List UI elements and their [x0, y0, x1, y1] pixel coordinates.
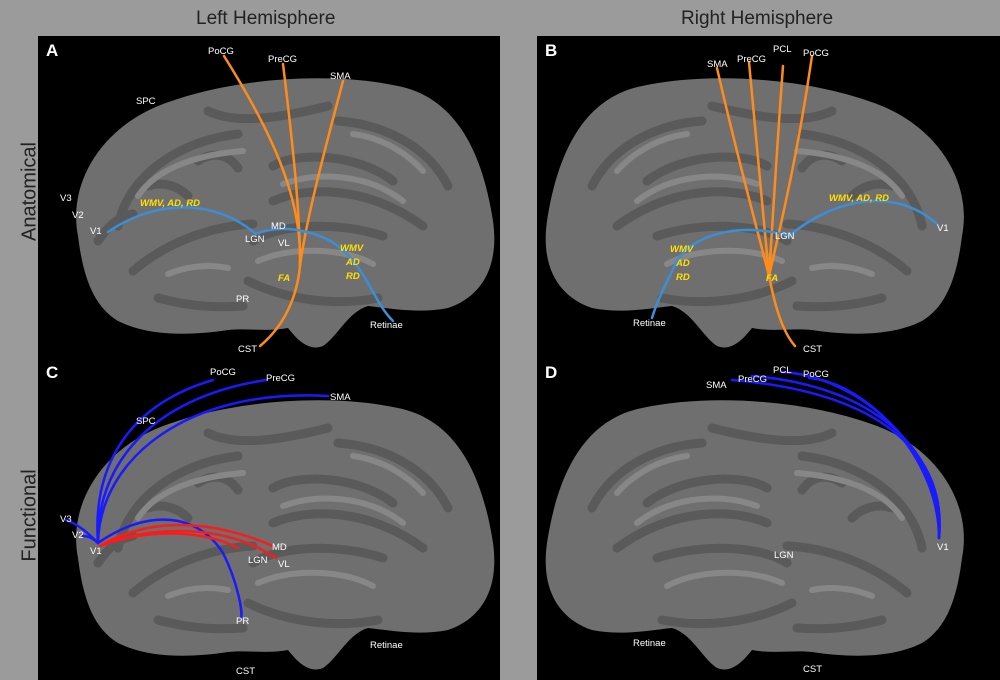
- label-v1: V1: [90, 546, 102, 557]
- label-precg: PreCG: [266, 373, 295, 384]
- label-v2: V2: [72, 530, 84, 541]
- label-sma: SMA: [330, 392, 351, 403]
- label-lgn: LGN: [245, 234, 265, 245]
- label-lgn: LGN: [248, 555, 268, 566]
- metric-rd: RD: [346, 271, 360, 282]
- label-v3: V3: [60, 514, 72, 525]
- label-md: MD: [272, 542, 287, 553]
- metric-wmv-ad-rd: WMV, AD, RD: [829, 193, 889, 204]
- label-pocg: PoCG: [210, 367, 236, 378]
- label-precg: PreCG: [737, 54, 766, 65]
- metric-wmv: WMV: [670, 244, 694, 255]
- metric-ad: AD: [675, 258, 690, 269]
- tract-sma-cst: [715, 66, 797, 348]
- panel-letter: A: [46, 41, 58, 60]
- panel-d-functional-right: D SMA PreCG PCL PoCG V1 LGN Retinae CST: [537, 358, 1000, 680]
- tract-precg-cst: [747, 60, 771, 278]
- tract-pocg-cst: [767, 54, 814, 278]
- tract-v1-sma: [96, 394, 330, 545]
- panel-a-anatomical-left: A PoCG PreCG SMA SPC V3 V2 V1 MD LGN VL …: [38, 36, 500, 358]
- metric-ad: AD: [345, 257, 360, 268]
- tract-lgn-v1: [787, 199, 939, 238]
- metric-fa: FA: [766, 273, 778, 284]
- right-hemisphere-header: Right Hemisphere: [681, 8, 834, 29]
- label-pcl: PCL: [773, 365, 791, 376]
- tract-v1-precg: [96, 378, 268, 545]
- label-cst: CST: [238, 344, 257, 355]
- label-md: MD: [271, 221, 286, 232]
- panel-letter: D: [545, 363, 557, 382]
- label-sma: SMA: [330, 71, 351, 82]
- metric-fa: FA: [278, 273, 290, 284]
- label-pr: PR: [236, 294, 249, 305]
- panel-letter: C: [46, 363, 58, 382]
- metric-wmv-ad-rd: WMV, AD, RD: [140, 198, 200, 209]
- label-pcl: PCL: [773, 44, 791, 55]
- label-spc: SPC: [136, 416, 156, 427]
- metric-rd: RD: [676, 272, 690, 283]
- label-cst: CST: [803, 344, 822, 355]
- label-pocg: PoCG: [208, 46, 234, 57]
- label-cst: CST: [236, 666, 255, 677]
- left-hemisphere-header: Left Hemisphere: [196, 8, 336, 29]
- tract-v1-lgn: [106, 206, 258, 236]
- label-v1: V1: [937, 223, 949, 234]
- label-pocg: PoCG: [803, 369, 829, 380]
- brain-surface-right: [546, 400, 964, 669]
- label-pr: PR: [236, 616, 249, 627]
- tract-sma-cst: [298, 79, 345, 268]
- tract-precg-cst: [281, 62, 302, 268]
- label-lgn: LGN: [774, 550, 794, 561]
- label-v1: V1: [937, 542, 949, 553]
- label-v2: V2: [72, 210, 84, 221]
- tract-v1-pocg: [807, 376, 941, 540]
- tract-v1-lgn: [98, 532, 240, 550]
- label-retinae: Retinae: [370, 640, 403, 651]
- tract-v1-pr: [96, 518, 243, 620]
- panel-letter: B: [545, 41, 557, 60]
- panel-c-functional-left: C PoCG PreCG SMA SPC V3 V2 V1 MD LGN VL …: [38, 358, 500, 680]
- tract-lgn-retinae: [650, 228, 791, 320]
- tract-v1-pocg: [96, 378, 215, 545]
- label-precg: PreCG: [268, 54, 297, 65]
- tract-pcl-cst: [767, 64, 785, 278]
- label-retinae: Retinae: [633, 638, 666, 649]
- metric-wmv: WMV: [340, 243, 364, 254]
- label-vl: VL: [278, 559, 290, 570]
- label-vl: VL: [278, 238, 290, 249]
- brain-surface-left: [76, 78, 494, 347]
- label-pocg: PoCG: [803, 48, 829, 59]
- label-cst: CST: [803, 664, 822, 675]
- label-v1: V1: [90, 226, 102, 237]
- label-precg: PreCG: [738, 374, 767, 385]
- label-sma: SMA: [707, 59, 728, 70]
- label-lgn: LGN: [775, 231, 795, 242]
- tract-v1-md: [98, 523, 275, 548]
- tract-v1-v2: [81, 534, 100, 545]
- tract-lgn-retinae: [254, 227, 395, 323]
- label-spc: SPC: [136, 96, 156, 107]
- label-retinae: Retinae: [370, 320, 403, 331]
- label-v3: V3: [60, 193, 72, 204]
- panel-b-anatomical-right: B SMA PreCG PCL PoCG LGN V1 Retinae CST …: [537, 36, 1000, 358]
- label-retinae: Retinae: [633, 318, 666, 329]
- label-sma: SMA: [706, 380, 727, 391]
